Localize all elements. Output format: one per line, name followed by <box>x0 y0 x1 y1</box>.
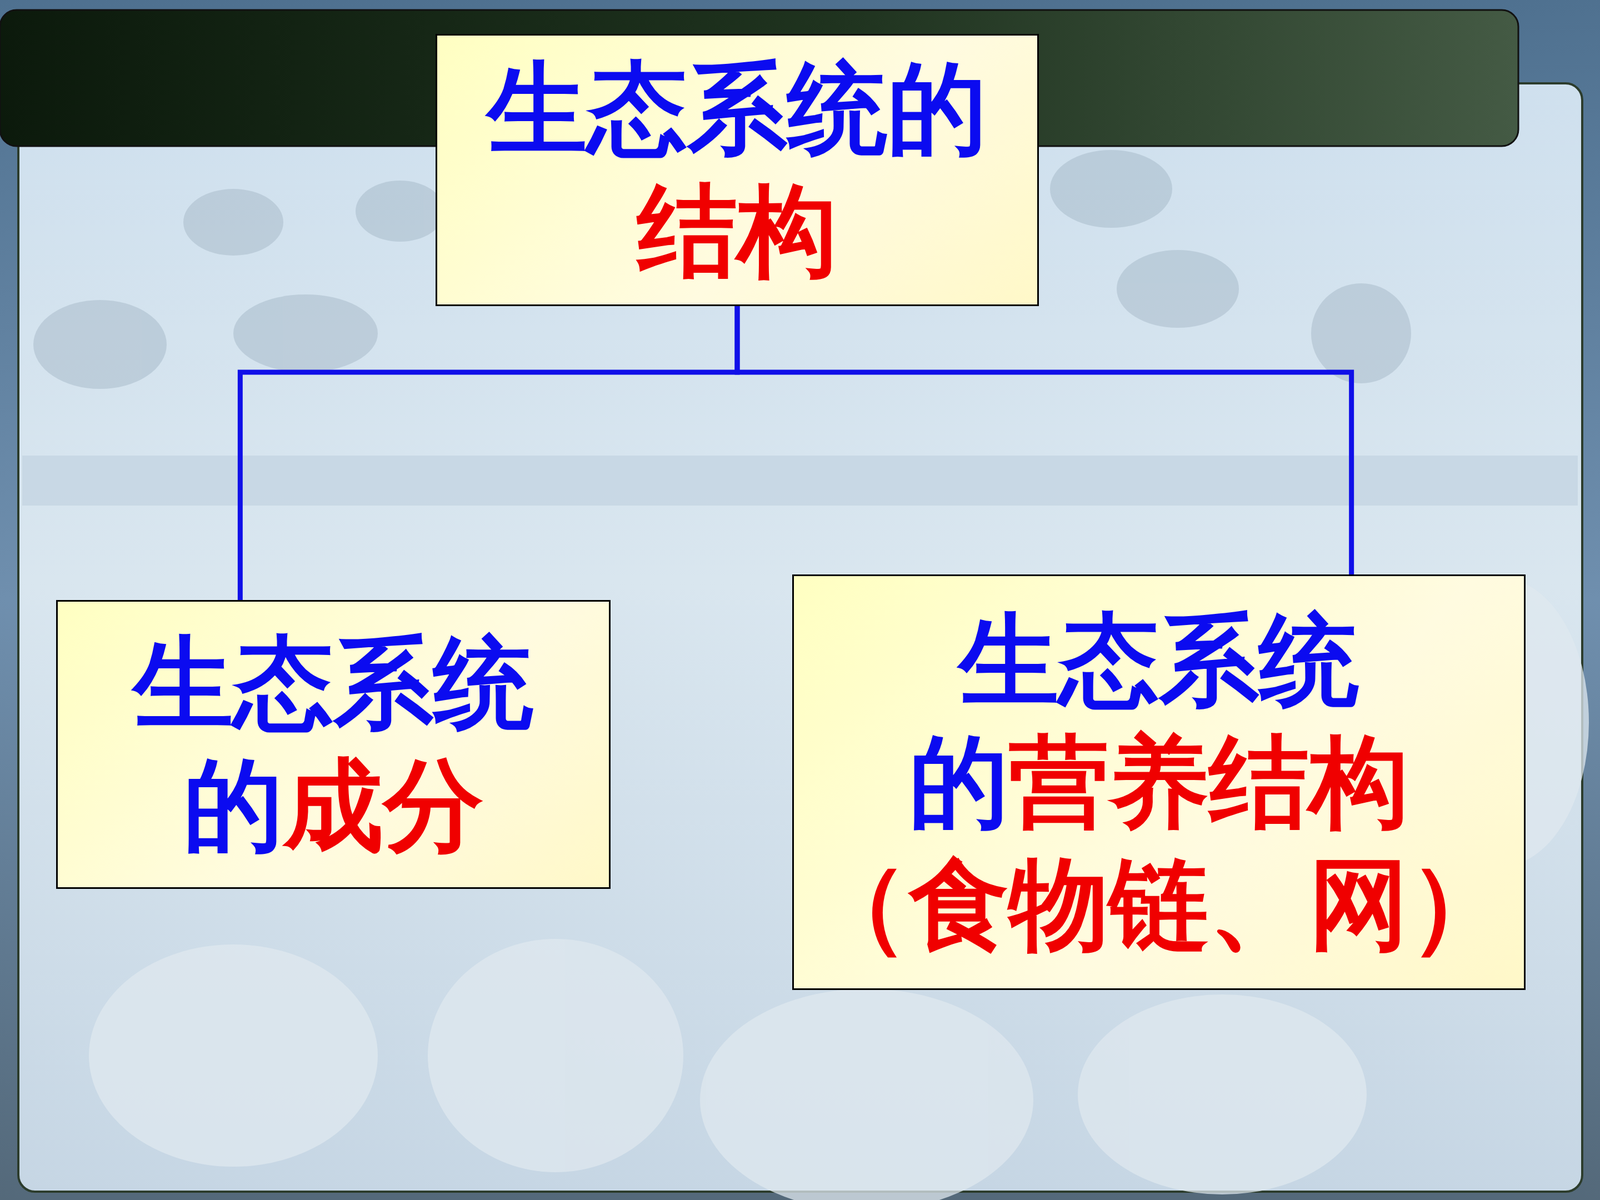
blue-text: 生态系统 <box>133 625 534 742</box>
node-label: 生态系统的结构 <box>487 47 988 292</box>
text-line: 的营养结构 <box>808 721 1509 844</box>
text-line: 生态系统 <box>133 622 534 745</box>
component-box: 生态系统的成分 <box>56 600 611 889</box>
text-line: 结构 <box>487 170 988 293</box>
root-box: 生态系统的结构 <box>435 33 1039 307</box>
node-label: 生态系统的营养结构（食物链、网） <box>808 599 1509 966</box>
text-line: 的成分 <box>133 744 534 867</box>
text-line: 生态系统 <box>808 599 1509 722</box>
text-line: （食物链、网） <box>808 843 1509 966</box>
red-text: （食物链、网） <box>808 846 1509 963</box>
red-text: 成分 <box>283 747 484 864</box>
blue-text: 的 <box>183 747 284 864</box>
trophic-box: 生态系统的营养结构（食物链、网） <box>792 574 1526 990</box>
blue-text: 生态系统的 <box>487 50 988 167</box>
grass-band <box>22 455 1578 506</box>
tree-connector <box>240 306 738 600</box>
red-text: 营养结构 <box>1008 723 1409 840</box>
red-text: 结构 <box>637 172 838 289</box>
sheep-silhouettes <box>33 150 1412 389</box>
node-label: 生态系统的成分 <box>133 622 534 867</box>
blue-text: 生态系统 <box>958 602 1359 719</box>
tree-connector <box>737 306 1352 575</box>
text-line: 生态系统的 <box>487 47 988 170</box>
blue-text: 的 <box>908 723 1009 840</box>
